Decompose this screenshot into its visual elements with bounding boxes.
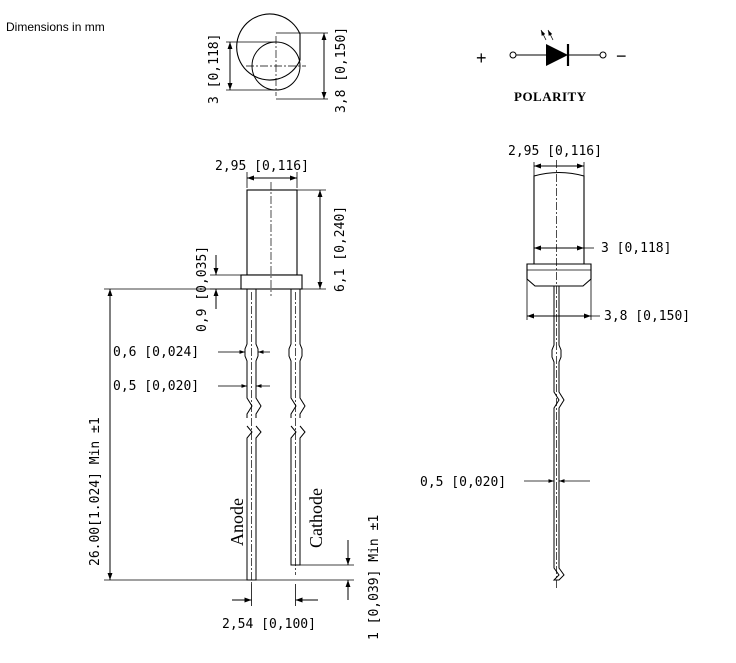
polarity-symbol: + − POLARITY (476, 29, 627, 104)
polarity-plus: + (476, 48, 487, 68)
lead-length-dim-label: 26.00[1.024] Min ±1 (88, 417, 103, 566)
front-lead-dim-label: 0,5 [0,020] (420, 475, 506, 490)
anode-label: Anode (227, 498, 247, 546)
cathode-label: Cathode (306, 488, 326, 548)
diode-triangle-icon (546, 44, 568, 66)
lead-width-narrow-label: 0,5 [0,020] (113, 379, 199, 394)
side-view-flange (240, 274, 303, 290)
side-view: 2,95 [0,116] 6,1 [0,240] 0,9 [0,035] 0,6… (88, 159, 382, 640)
front-inner-dim-label: 3 [0,118] (601, 241, 671, 256)
side-height-dim-label: 6,1 [0,240] (333, 206, 348, 292)
light-ray-icon (540, 29, 547, 41)
front-view-lead (551, 286, 565, 581)
front-view-flange (526, 263, 592, 287)
front-view-body (533, 171, 585, 265)
anode-lead-lower (246, 425, 262, 581)
top-inner-dim-label: 3 [0,118] (207, 34, 222, 104)
front-width-dim-label: 2,95 [0,116] (508, 144, 602, 159)
top-outer-dim-label: 3,8 [0,150] (334, 27, 349, 113)
cathode-lead-lower (290, 425, 306, 566)
side-view-body (246, 189, 298, 276)
top-view: 3 [0,118] 3,8 [0,150] (207, 13, 349, 113)
cathode-lead-upper (288, 289, 297, 418)
polarity-minus: − (616, 46, 627, 66)
pitch-dim-label: 2,54 [0,100] (222, 617, 316, 632)
front-flange-dim-label: 3,8 [0,150] (604, 309, 690, 324)
front-view: 2,95 [0,116] 3 [0,118] 3,8 [0,150] 0,5 [… (420, 144, 690, 588)
anode-lead-upper (244, 289, 253, 418)
lead-step-dim-label: 1 [0,039] Min ±1 (367, 515, 382, 640)
dimensions-note: Dimensions in mm (6, 20, 105, 34)
lead-width-wide-label: 0,6 [0,024] (113, 345, 199, 360)
light-ray-icon (547, 29, 554, 41)
polarity-label: POLARITY (514, 89, 587, 104)
side-width-dim-label: 2,95 [0,116] (215, 159, 309, 174)
